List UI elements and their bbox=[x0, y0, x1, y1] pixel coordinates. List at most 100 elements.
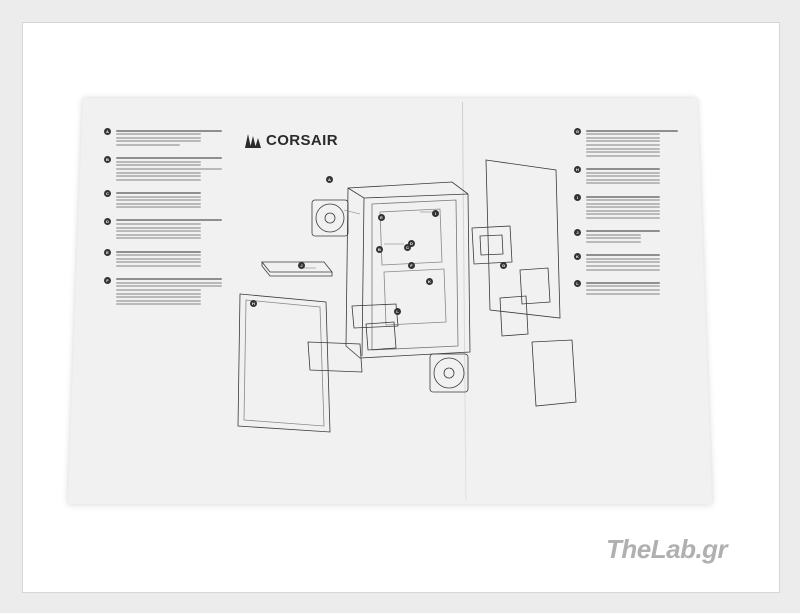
text-line bbox=[116, 226, 201, 229]
text-line bbox=[586, 206, 660, 209]
text-line bbox=[116, 140, 201, 143]
text-line bbox=[116, 129, 222, 132]
text-line bbox=[116, 233, 201, 236]
instruction-section: B bbox=[104, 155, 222, 183]
text-line bbox=[586, 292, 660, 295]
text-line bbox=[586, 140, 660, 143]
right-side-panel bbox=[485, 159, 577, 407]
drive-cage bbox=[307, 303, 399, 373]
section-badge: G bbox=[574, 128, 581, 135]
text-line bbox=[586, 154, 660, 157]
instruction-section: J bbox=[574, 228, 678, 245]
section-badge: L bbox=[574, 280, 581, 288]
callout-b: B bbox=[376, 246, 383, 253]
section-badge: C bbox=[104, 190, 111, 198]
text-line bbox=[116, 292, 201, 295]
text-line bbox=[586, 237, 642, 240]
section-badge: E bbox=[104, 249, 111, 257]
text-line bbox=[586, 268, 660, 271]
text-line bbox=[586, 182, 660, 185]
section-badge: H bbox=[574, 166, 581, 174]
callout-g: G bbox=[500, 262, 507, 269]
instruction-section: K bbox=[574, 252, 678, 273]
text-line bbox=[586, 288, 660, 291]
instruction-section: H bbox=[574, 166, 678, 186]
text-line bbox=[586, 171, 660, 174]
text-line bbox=[586, 209, 660, 212]
text-line bbox=[116, 303, 201, 306]
watermark: TheLab.gr bbox=[606, 534, 728, 564]
text-line bbox=[116, 265, 201, 267]
text-line bbox=[586, 230, 660, 233]
text-line bbox=[586, 199, 660, 202]
section-badge: B bbox=[104, 155, 111, 163]
glass-side-panel bbox=[237, 293, 331, 433]
case-body bbox=[345, 181, 471, 359]
callout-d: D bbox=[408, 240, 415, 247]
text-line bbox=[586, 281, 660, 284]
section-badge: I bbox=[574, 193, 581, 201]
corsair-sails-icon bbox=[245, 133, 261, 148]
text-line bbox=[586, 213, 660, 216]
callout-l: L bbox=[394, 308, 401, 315]
text-line bbox=[116, 223, 201, 226]
section-badge: F bbox=[104, 276, 111, 284]
instruction-section: D bbox=[104, 217, 222, 241]
text-line bbox=[116, 261, 201, 264]
callout-k: K bbox=[426, 278, 433, 285]
text-line bbox=[586, 217, 660, 220]
text-line bbox=[586, 265, 660, 267]
section-badge: J bbox=[574, 228, 581, 236]
text-line bbox=[116, 281, 222, 284]
text-line bbox=[116, 199, 201, 202]
instruction-section: E bbox=[104, 249, 222, 269]
callout-j: J bbox=[298, 262, 305, 269]
instruction-section: C bbox=[104, 190, 222, 210]
instruction-section: L bbox=[574, 280, 678, 296]
callout-c: C bbox=[404, 244, 411, 251]
text-line bbox=[116, 288, 201, 291]
corsair-logo: CORSAIR bbox=[244, 132, 338, 149]
dust-filter-tray bbox=[261, 261, 333, 277]
callout-i: I bbox=[432, 210, 439, 217]
front-fan-a bbox=[311, 199, 349, 237]
text-line bbox=[116, 160, 201, 163]
text-line bbox=[586, 241, 642, 244]
text-line bbox=[116, 254, 201, 257]
text-line bbox=[116, 219, 222, 222]
text-line bbox=[116, 230, 201, 233]
text-line bbox=[586, 178, 660, 181]
text-line bbox=[586, 254, 660, 257]
section-badge: K bbox=[574, 252, 581, 260]
bottom-fan bbox=[429, 353, 469, 393]
text-line bbox=[116, 278, 222, 281]
callout-a: A bbox=[326, 176, 333, 183]
text-line bbox=[116, 171, 201, 174]
text-line bbox=[116, 167, 222, 170]
text-line bbox=[586, 233, 642, 236]
text-line bbox=[586, 151, 660, 154]
brand-name: CORSAIR bbox=[266, 132, 338, 149]
text-line bbox=[116, 299, 201, 302]
text-line bbox=[116, 157, 222, 160]
text-line bbox=[586, 167, 660, 170]
right-instructions: G H I J K L bbox=[574, 128, 678, 304]
text-line bbox=[586, 147, 660, 150]
text-line bbox=[116, 237, 201, 240]
section-badge: D bbox=[104, 217, 111, 225]
text-line bbox=[116, 136, 201, 139]
text-line bbox=[116, 296, 201, 299]
text-line bbox=[116, 206, 201, 209]
text-line bbox=[116, 191, 201, 194]
text-line bbox=[586, 285, 660, 288]
text-line bbox=[586, 202, 660, 205]
text-line bbox=[116, 133, 201, 136]
text-line bbox=[116, 143, 180, 146]
instruction-section: A bbox=[104, 128, 222, 148]
text-line bbox=[116, 257, 201, 260]
text-line bbox=[116, 202, 201, 205]
text-line bbox=[116, 175, 201, 178]
text-line bbox=[116, 164, 201, 167]
callout-f: F bbox=[408, 262, 415, 269]
